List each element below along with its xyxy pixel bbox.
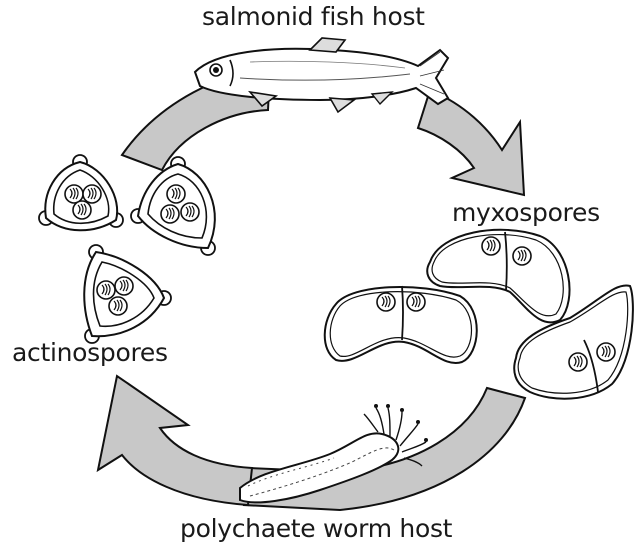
myxospore-2	[325, 286, 477, 363]
actinospore-1	[39, 155, 123, 230]
actinospore-2	[131, 157, 215, 255]
label-salmonid-fish-host: salmonid fish host	[202, 2, 425, 31]
label-myxospores: myxospores	[452, 198, 600, 227]
actinospore-3	[84, 245, 171, 343]
cycle-arrow-top-right	[418, 90, 524, 195]
cycle-arrow-bottom-left	[98, 376, 252, 505]
label-actinospores: actinospores	[12, 338, 168, 367]
label-polychaete-worm-host: polychaete worm host	[180, 514, 452, 543]
